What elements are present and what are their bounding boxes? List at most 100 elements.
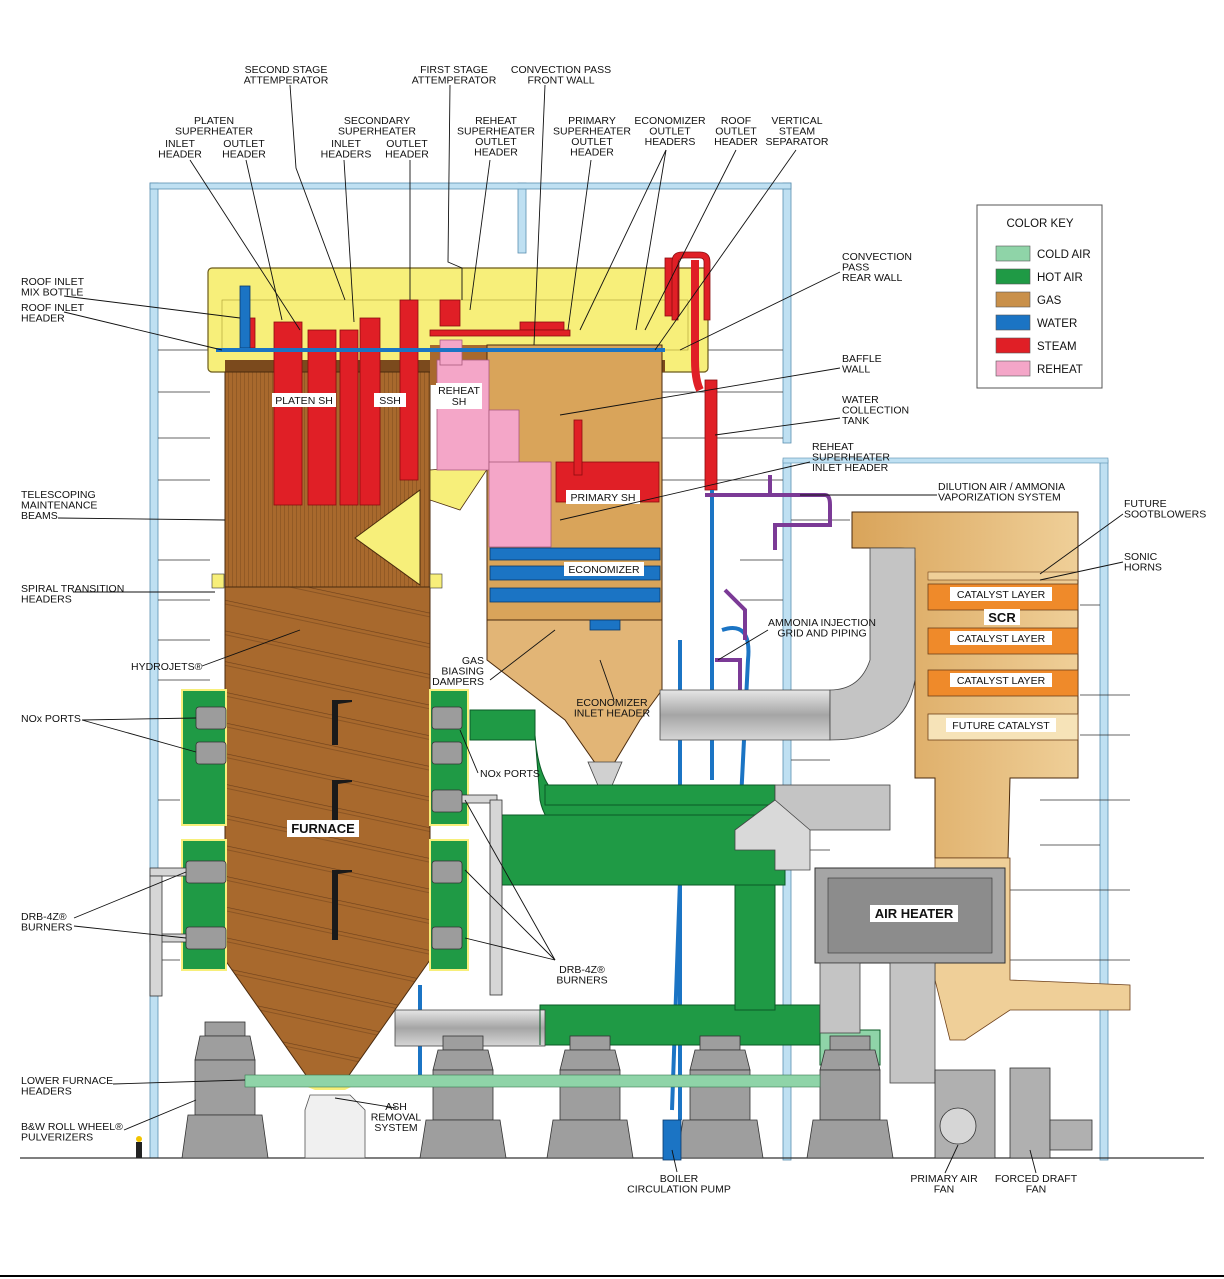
label-primary-sh: PRIMARY SH: [571, 492, 636, 504]
inner-labels: PLATEN SH SSH REHEAT SH PRIMARY SH ECONO…: [272, 383, 1056, 922]
callout-nox-ports-right: NOx PORTS: [480, 768, 540, 780]
callout-text: OUTLET: [223, 138, 265, 150]
callout-text: HEADERS: [321, 149, 372, 161]
callout-text: STEAM: [779, 126, 815, 138]
callout-text: CONVECTION: [842, 251, 912, 263]
callout-text: SECOND STAGE: [245, 64, 328, 76]
callout-text: B&W ROLL WHEEL®: [21, 1121, 123, 1133]
callout-text: VAPORIZATION SYSTEM: [938, 492, 1061, 504]
callout-text: ROOF INLET: [21, 276, 85, 288]
callout-text: HEADERS: [21, 1086, 72, 1098]
label-future-catalyst: FUTURE CATALYST: [952, 720, 1050, 732]
callout-text: ECONOMIZER: [576, 697, 648, 709]
label-catalyst-layer-2: CATALYST LAYER: [957, 633, 1046, 645]
callout-text: SUPERHEATER: [553, 126, 631, 138]
label-air-heater: AIR HEATER: [875, 906, 954, 921]
color-key-label: REHEAT: [1037, 364, 1083, 376]
callout-text: OUTLET: [571, 136, 613, 148]
color-key-label: COLD AIR: [1037, 249, 1091, 261]
callout-text: ECONOMIZER: [634, 115, 706, 127]
cold-air-header-duct: [244, 1074, 821, 1088]
color-key-swatch: [995, 360, 1031, 377]
callout-text: FUTURE: [1124, 498, 1167, 510]
callout-text: PASS: [842, 262, 869, 274]
callout-text: VERTICAL: [771, 115, 822, 127]
callout-text: SONIC: [1124, 551, 1158, 563]
callout-text: COLLECTION: [842, 405, 909, 417]
callout-text: SPIRAL TRANSITION: [21, 583, 124, 595]
callout-text: WATER: [842, 394, 879, 406]
color-key-label: STEAM: [1037, 341, 1077, 353]
callout-text: HEADER: [158, 149, 202, 161]
callout-text: ASH: [385, 1101, 407, 1113]
fans: [934, 1067, 1093, 1159]
color-key-swatch: [995, 268, 1031, 285]
callout-text: PRIMARY: [568, 115, 616, 127]
callout-text: HEADER: [714, 136, 758, 148]
person-scale-figure: [136, 1136, 142, 1158]
callout-text: HEADERS: [645, 136, 696, 148]
callout-text: GRID AND PIPING: [777, 628, 866, 640]
callout-text: DRB-4Z®: [21, 911, 67, 923]
callout-text: SYSTEM: [374, 1122, 417, 1134]
callout-text: DILUTION AIR / AMMONIA: [938, 481, 1065, 493]
callout-text: FAN: [934, 1184, 954, 1196]
callout-text: LOWER FURNACE: [21, 1075, 113, 1087]
color-key-label: HOT AIR: [1037, 272, 1083, 284]
callout-text: ROOF: [721, 115, 751, 127]
steam-surfaces: [244, 251, 718, 506]
color-key-swatch: [995, 337, 1031, 354]
callout-text: FRONT WALL: [527, 75, 594, 87]
callout-text: PRIMARY AIR: [910, 1173, 978, 1185]
label-scr: SCR: [988, 610, 1016, 625]
callout-text: SUPERHEATER: [457, 126, 535, 138]
callout-text: SUPERHEATER: [812, 452, 890, 464]
label-furnace: FURNACE: [291, 821, 355, 836]
label-platen-sh: PLATEN SH: [275, 395, 333, 407]
callout-text: SEPARATOR: [765, 136, 828, 148]
callout-text: DAMPERS: [432, 676, 484, 688]
callout-text: AMMONIA INJECTION: [768, 617, 876, 629]
callout-text: NOx PORTS: [21, 713, 81, 725]
callout-text: BAFFLE: [842, 353, 882, 365]
callout-text: NOx PORTS: [480, 768, 540, 780]
callout-text: SUPERHEATER: [175, 126, 253, 138]
callout-text: REHEAT: [812, 441, 854, 453]
pulverizer-1: [181, 1021, 269, 1159]
ash-removal-hopper: [304, 1094, 366, 1159]
color-key-label: WATER: [1037, 318, 1077, 330]
callout-text: HEADER: [21, 313, 65, 325]
callout-text: GAS: [462, 655, 484, 667]
callout-text: PULVERIZERS: [21, 1132, 93, 1144]
callout-text: DRB-4Z®: [559, 964, 605, 976]
callout-text: OUTLET: [649, 126, 691, 138]
callout-pulverizers: B&W ROLL WHEEL®PULVERIZERS: [21, 1121, 123, 1144]
callout-text: HEADER: [474, 147, 518, 159]
